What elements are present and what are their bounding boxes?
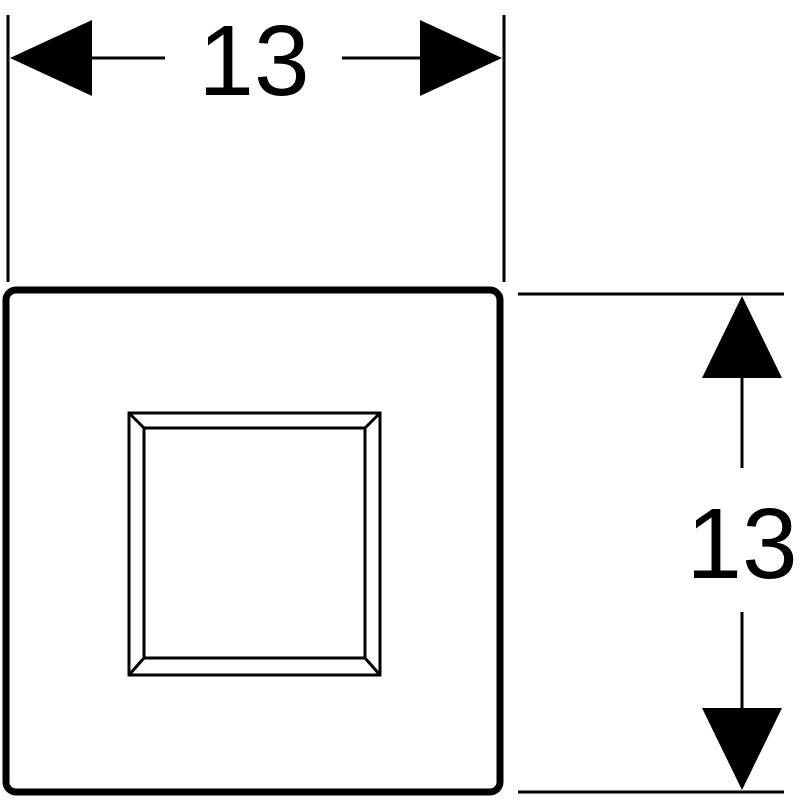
outer-plate <box>2 286 504 796</box>
height-arrowhead-bottom <box>702 708 782 790</box>
height-arrowhead-top <box>702 296 782 378</box>
inner-button-outer-edge <box>127 411 382 677</box>
width-dimension-label: 13 <box>198 5 309 117</box>
width-dimension: 13 <box>6 5 506 282</box>
height-dimension: 13 <box>518 292 798 794</box>
height-dimension-label: 13 <box>686 488 797 600</box>
inner-button <box>127 411 382 677</box>
width-arrowhead-right <box>420 20 502 96</box>
bevel-corner-top-right <box>363 411 382 430</box>
bevel-corner-bottom-left <box>127 657 146 676</box>
bevel-corner-bottom-right <box>363 657 382 676</box>
bevel-corner-top-left <box>127 411 146 430</box>
width-arrowhead-left <box>10 20 92 96</box>
inner-button-inner-edge <box>142 426 367 660</box>
